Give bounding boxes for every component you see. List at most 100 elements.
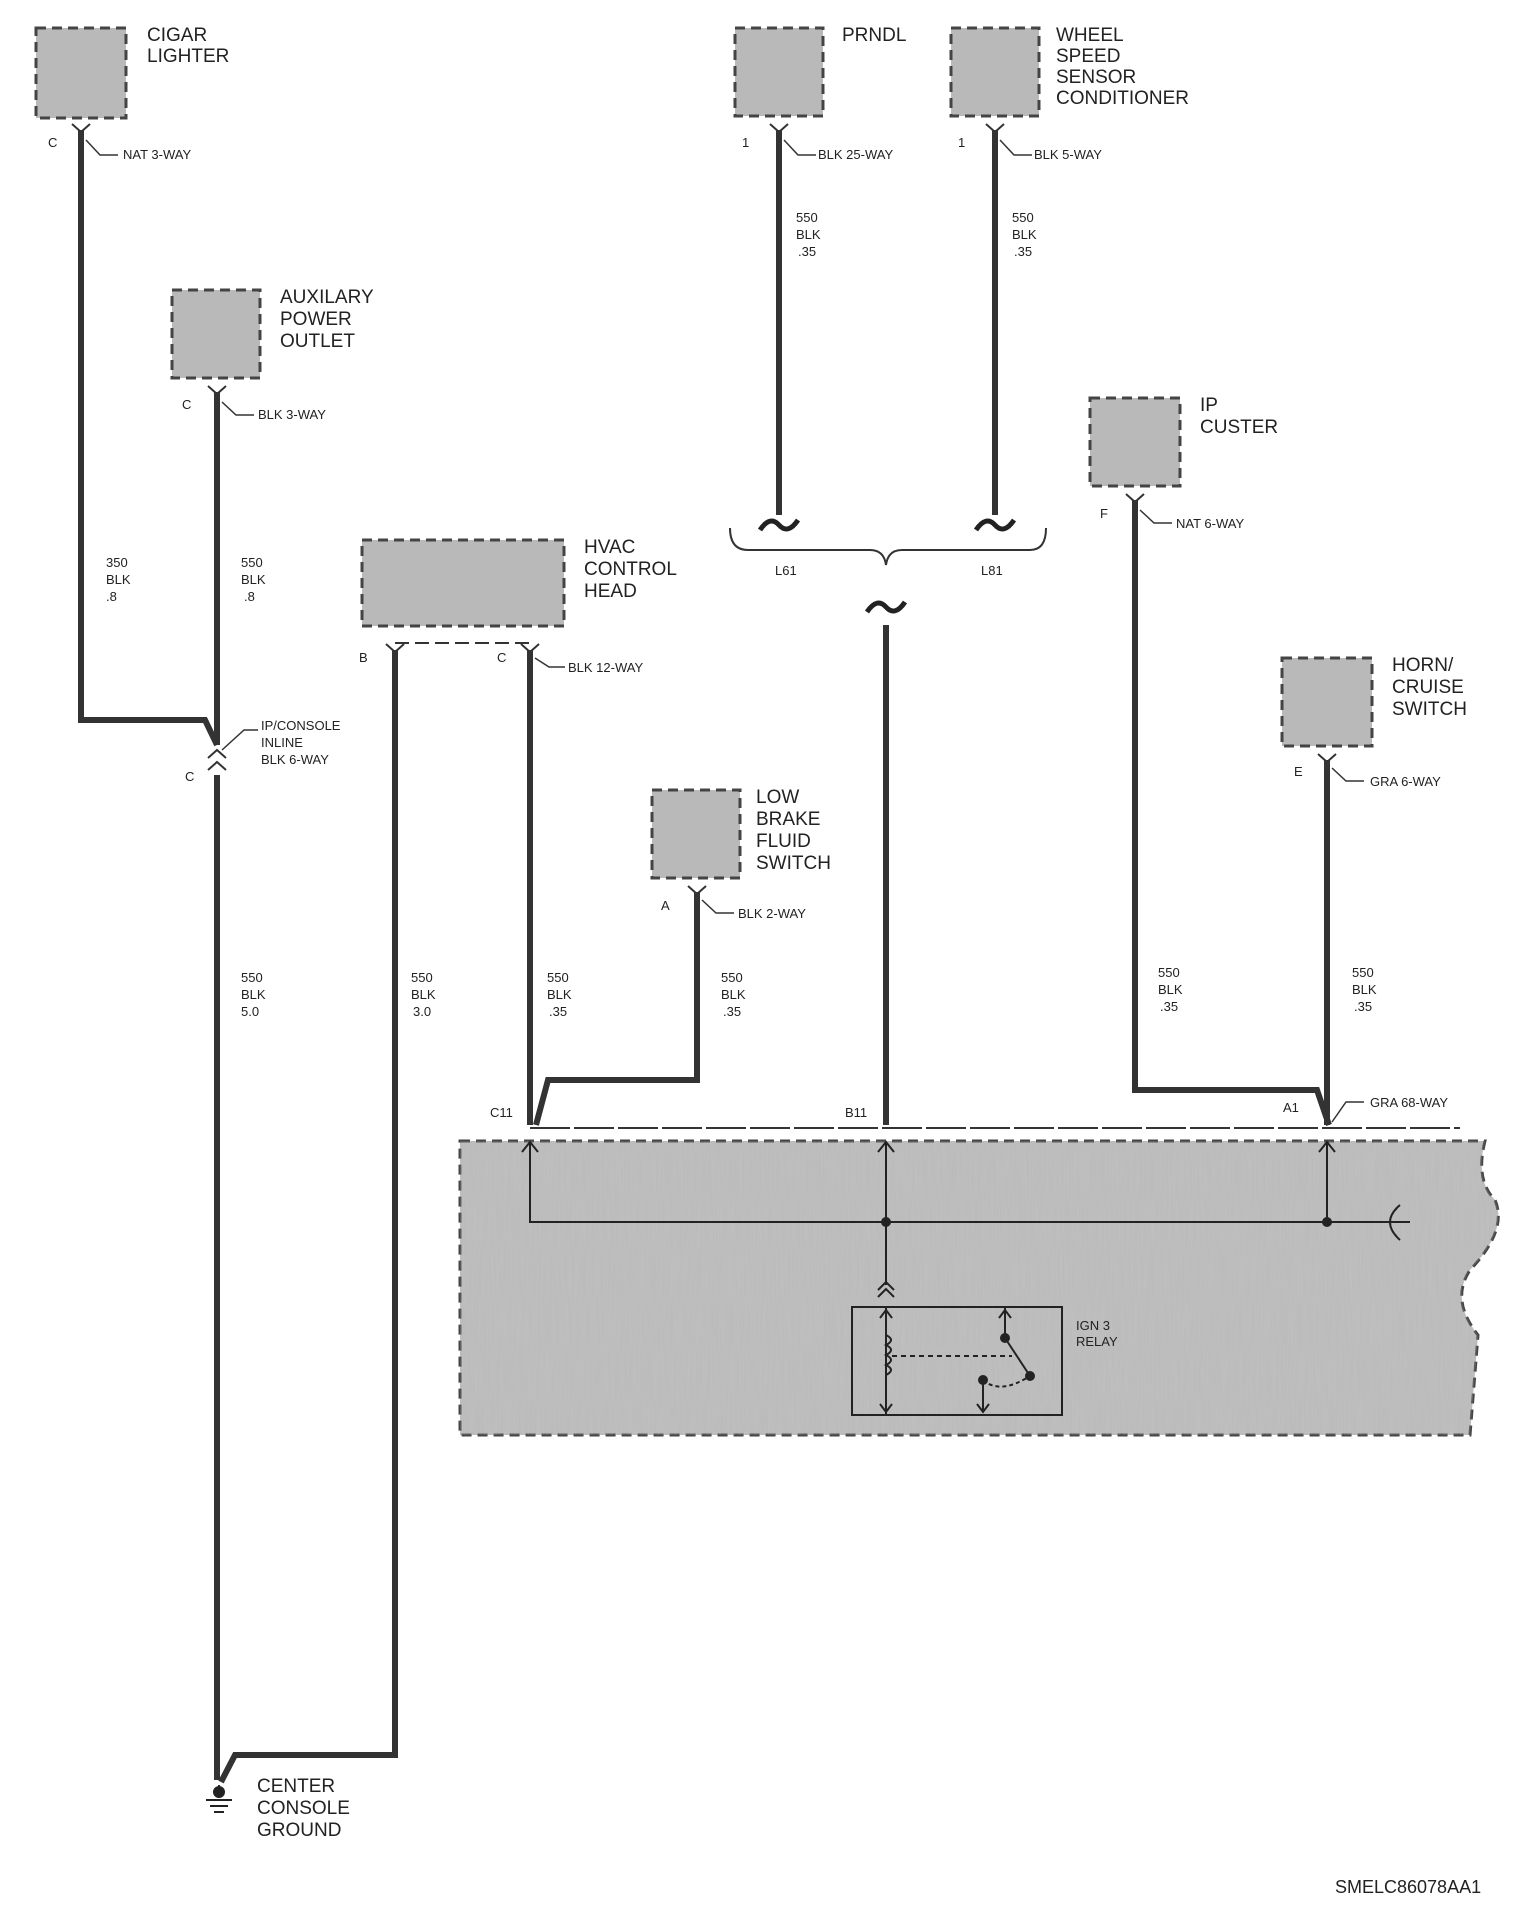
prndl-wire-2: BLK: [796, 227, 821, 242]
wire-ip-cluster: [1132, 500, 1332, 1126]
prndl-name: PRNDL: [842, 25, 906, 46]
leader-lines: [85, 139, 1364, 1123]
inline-name-1: IP/CONSOLE: [261, 718, 341, 733]
inline-wire-2: BLK: [241, 987, 266, 1002]
option-brace: [729, 527, 1047, 566]
hvac-b-wire-3: 3.0: [413, 1004, 431, 1019]
ip-cluster-name-2: CUSTER: [1200, 417, 1278, 438]
low-brake-wire-2: BLK: [721, 987, 746, 1002]
inline-pin: C: [185, 769, 194, 784]
wheel-speed-pin: 1: [958, 135, 965, 150]
ip-cluster-name-1: IP: [1200, 395, 1218, 416]
low-brake-box: [650, 788, 742, 880]
horn-cruise-name-1: HORN/: [1392, 655, 1454, 676]
cigar-lighter-wire-2: BLK: [106, 572, 131, 587]
low-brake-wire-1: 550: [721, 970, 743, 985]
wheel-speed-name-4: CONDITIONER: [1056, 88, 1189, 109]
low-brake-name-3: FLUID: [756, 831, 811, 852]
ip-cluster-wire-1: 550: [1158, 965, 1180, 980]
cigar-lighter-name-2: LIGHTER: [147, 46, 229, 67]
hvac-b-wire-1: 550: [411, 970, 433, 985]
wheel-speed-option: L81: [981, 563, 1003, 578]
wheel-speed-wire-1: 550: [1012, 210, 1034, 225]
wheel-speed-wire-2: BLK: [1012, 227, 1037, 242]
ip-cluster-pin: F: [1100, 506, 1108, 521]
inline-wire-3: 5.0: [241, 1004, 259, 1019]
wheel-speed-name-2: SPEED: [1056, 46, 1120, 67]
aux-power-wire-2: BLK: [241, 572, 266, 587]
module-connector: GRA 68-WAY: [1370, 1095, 1448, 1110]
wire-hvac-b: [218, 650, 398, 1784]
prndl-wire-3: .35: [798, 244, 816, 259]
hvac-box: [360, 538, 566, 628]
cigar-lighter-wire-1: 350: [106, 555, 128, 570]
hvac-pin-b: B: [359, 650, 368, 665]
hvac-name-1: HVAC: [584, 537, 635, 558]
hvac-c-wire-3: .35: [549, 1004, 567, 1019]
ground-name-1: CENTER: [257, 1776, 335, 1797]
horn-cruise-name-3: SWITCH: [1392, 699, 1467, 720]
prndl-connector: BLK 25-WAY: [818, 147, 893, 162]
inline-wire-1: 550: [241, 970, 263, 985]
aux-power-name-3: OUTLET: [280, 331, 355, 352]
horn-cruise-box: [1280, 656, 1374, 748]
low-brake-name-2: BRAKE: [756, 809, 820, 830]
module-pin-c11: C11: [490, 1105, 513, 1120]
hvac-b-wire-2: BLK: [411, 987, 436, 1002]
ground-name-3: GROUND: [257, 1820, 341, 1841]
cigar-lighter-wire-3: .8: [106, 589, 117, 604]
ground-name-2: CONSOLE: [257, 1798, 350, 1819]
low-brake-name-4: SWITCH: [756, 853, 831, 874]
wire-cigar-lighter: [78, 130, 220, 747]
ip-cluster-connector: NAT 6-WAY: [1176, 516, 1244, 531]
ground-icon: [206, 1785, 232, 1813]
figure-code: SMELC86078AA1: [1335, 1877, 1481, 1897]
aux-power-name-1: AUXILARY: [280, 287, 374, 308]
splice-dot-b11: [881, 1217, 891, 1227]
internal-circuit: [521, 1140, 1410, 1298]
aux-power-wire-3: .8: [244, 589, 255, 604]
ip-cluster-wire-2: BLK: [1158, 982, 1183, 997]
hvac-name-3: HEAD: [584, 581, 637, 602]
low-brake-wire-3: .35: [723, 1004, 741, 1019]
relay-name-2: RELAY: [1076, 1334, 1118, 1349]
aux-power-wire-1: 550: [241, 555, 263, 570]
relay-contact-switch: [1025, 1371, 1035, 1381]
hvac-connector: BLK 12-WAY: [568, 660, 643, 675]
aux-power-pin: C: [182, 397, 191, 412]
prndl-wire-1: 550: [796, 210, 818, 225]
ip-cluster-box: [1088, 396, 1182, 488]
relay-contact-no: [978, 1375, 988, 1385]
connector-marks: [71, 123, 1337, 896]
inline-name-3: BLK 6-WAY: [261, 752, 329, 767]
cigar-lighter-pin: C: [48, 135, 57, 150]
ip-cluster-wire-3: .35: [1160, 999, 1178, 1014]
horn-cruise-wire-1: 550: [1352, 965, 1374, 980]
hvac-c-wire-1: 550: [547, 970, 569, 985]
relay-contact-common: [1000, 1333, 1010, 1343]
aux-power-connector: BLK 3-WAY: [258, 407, 326, 422]
hvac-pin-c: C: [497, 650, 506, 665]
low-brake-pin: A: [661, 898, 670, 913]
splice-dot-a1: [1322, 1217, 1332, 1227]
cigar-lighter-connector: NAT 3-WAY: [123, 147, 191, 162]
inline-name-2: INLINE: [261, 735, 303, 750]
wheel-speed-wire-3: .35: [1014, 244, 1032, 259]
horn-cruise-connector: GRA 6-WAY: [1370, 774, 1441, 789]
module-box: [458, 1139, 1500, 1437]
aux-power-outlet-box: [170, 288, 262, 380]
cigar-lighter-box: [34, 26, 128, 120]
module-pin-b11: B11: [845, 1105, 867, 1120]
low-brake-connector: BLK 2-WAY: [738, 906, 806, 921]
horn-cruise-name-2: CRUISE: [1392, 677, 1464, 698]
hvac-name-2: CONTROL: [584, 559, 677, 580]
prndl-option: L61: [775, 563, 797, 578]
prndl-pin: 1: [742, 135, 749, 150]
module-pin-a1: A1: [1283, 1100, 1299, 1115]
wheel-speed-name-1: WHEEL: [1056, 25, 1124, 46]
wheel-speed-box: [949, 26, 1041, 118]
prndl-box: [733, 26, 825, 118]
relay-name-1: IGN 3: [1076, 1318, 1110, 1333]
break-symbols: [757, 518, 1017, 614]
